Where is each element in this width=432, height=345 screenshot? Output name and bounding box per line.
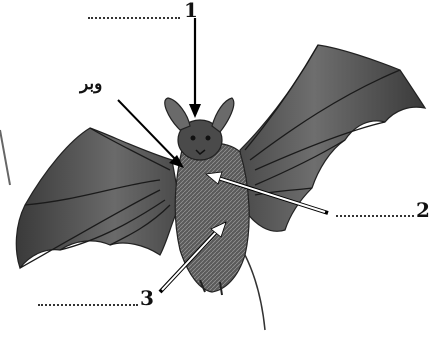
bat-body (175, 143, 249, 292)
answer-blank-3[interactable] (38, 304, 138, 306)
arrow-1-head (189, 104, 201, 118)
label-1: 1 (184, 0, 198, 20)
right-eye (206, 136, 211, 141)
label-fur: وبر (80, 76, 102, 93)
answer-blank-2[interactable] (336, 215, 414, 217)
left-ear (165, 98, 190, 130)
label-3: 3 (140, 288, 154, 308)
label-2: 2 (416, 200, 430, 220)
answer-blank-1[interactable] (88, 17, 180, 19)
edge-mark (0, 130, 10, 185)
left-eye (191, 136, 196, 141)
tail (245, 255, 265, 330)
right-ear (212, 98, 234, 132)
left-wing (16, 128, 180, 268)
